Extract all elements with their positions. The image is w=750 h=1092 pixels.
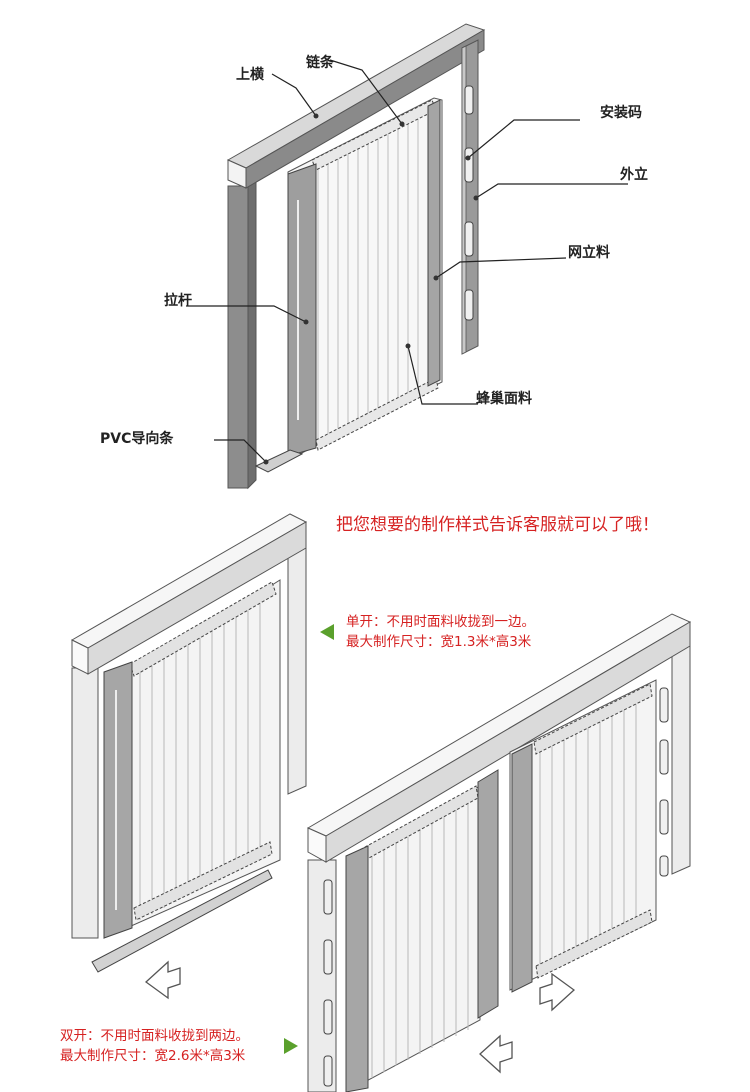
pvc-guide-strip xyxy=(254,449,304,473)
label-outer-post: 外立 xyxy=(620,167,648,183)
double-open-note: 双开：不用时面料收拢到两边。 最大制作尺寸：宽2.6米*高3米 xyxy=(60,1026,249,1066)
single-open-line2: 最大制作尺寸：宽1.3米*高3米 xyxy=(346,634,532,650)
double-left-arrow xyxy=(479,1034,513,1074)
label-honeycomb-fabric: 蜂巢面料 xyxy=(476,391,532,407)
single-open-line1: 单开：不用时面料收拢到一边。 xyxy=(346,614,535,630)
single-direction-arrow xyxy=(144,960,181,1000)
double-open-line2: 最大制作尺寸：宽2.6米*高3米 xyxy=(60,1048,246,1064)
label-chain: 链条 xyxy=(306,55,334,71)
single-note-arrow xyxy=(320,624,334,640)
label-pvc-guide: PVC导向条 xyxy=(100,431,174,447)
single-open-note: 单开：不用时面料收拢到一边。 最大制作尺寸：宽1.3米*高3米 xyxy=(346,612,535,652)
chain-bottom xyxy=(315,377,439,451)
label-mesh-post: 网立料 xyxy=(568,245,610,261)
double-note-arrow xyxy=(284,1038,298,1054)
leader-lines xyxy=(186,59,628,463)
mounting-clips xyxy=(464,85,474,321)
mesh-post xyxy=(427,99,441,387)
pull-bar xyxy=(287,163,317,457)
left-outer-post xyxy=(227,185,249,489)
label-pull-bar: 拉杆 xyxy=(164,293,192,309)
double-right-arrow xyxy=(539,972,576,1012)
label-mounting-clip: 安装码 xyxy=(600,105,642,121)
headline: 把您想要的制作样式告诉客服就可以了哦！ xyxy=(336,515,659,535)
label-top-rail: 上横 xyxy=(236,67,264,83)
exploded-diagram xyxy=(186,23,628,490)
single-open-door xyxy=(70,513,308,1000)
double-open-door xyxy=(306,613,692,1092)
honeycomb-fabric xyxy=(317,114,419,440)
double-open-line1: 双开：不用时面料收拢到两边。 xyxy=(60,1028,249,1044)
